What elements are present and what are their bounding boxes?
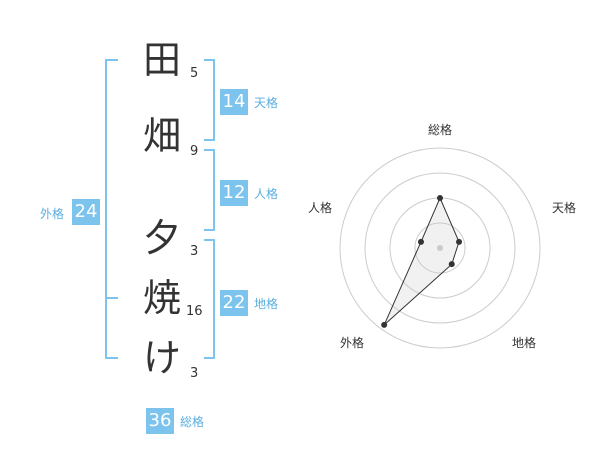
radar-axis-label-jinkaku: 人格: [308, 201, 333, 215]
gaikaku-bracket: [105, 59, 118, 359]
name-char-2: 畑: [142, 114, 181, 158]
tenkaku-value-badge: 14: [220, 89, 248, 115]
tenkaku-label: 天格: [254, 96, 279, 110]
radar-ring-4: [339, 147, 541, 349]
name-char-5: け: [142, 336, 181, 380]
radar-chart: [339, 147, 541, 349]
radar-axis-label-soukaku: 総格: [428, 123, 453, 137]
radar-axis-label-gaikaku: 外格: [340, 336, 365, 350]
radar-point-4: [381, 321, 388, 328]
name-char-4: 焼: [142, 276, 181, 320]
radar-point-3: [448, 261, 455, 268]
radar-center: [437, 245, 443, 251]
radar-point-2: [456, 238, 463, 245]
stroke-count-4: 16: [186, 304, 203, 319]
name-char-1: 田: [142, 38, 181, 82]
soukaku-label: 総格: [180, 415, 205, 429]
soukaku-value-badge: 36: [146, 408, 174, 434]
chikaku-value-badge: 22: [220, 290, 248, 316]
chikaku-bracket: [204, 239, 215, 359]
jinkaku-bracket: [204, 149, 215, 231]
gaikaku-label: 外格: [40, 207, 65, 221]
name-char-3: 夕: [142, 216, 181, 260]
stroke-count-2: 9: [190, 144, 199, 159]
chikaku-label: 地格: [254, 297, 279, 311]
stroke-count-5: 3: [190, 366, 199, 381]
radar-polygon: [383, 196, 460, 326]
radar-ring-3: [364, 172, 516, 324]
jinkaku-label: 人格: [254, 187, 279, 201]
gaikaku-value-badge: 24: [72, 199, 100, 225]
jinkaku-value-badge: 12: [220, 180, 248, 206]
radar-point-1: [437, 195, 443, 201]
stroke-count-1: 5: [190, 66, 199, 81]
radar-point-5: [417, 238, 424, 245]
tenkaku-bracket: [204, 59, 215, 141]
radar-axis-label-chikaku: 地格: [512, 336, 537, 350]
brackets: [105, 59, 215, 359]
radar-axis-label-tenkaku: 天格: [552, 201, 577, 215]
radar-ring-1: [414, 222, 466, 274]
stroke-count-3: 3: [190, 244, 199, 259]
